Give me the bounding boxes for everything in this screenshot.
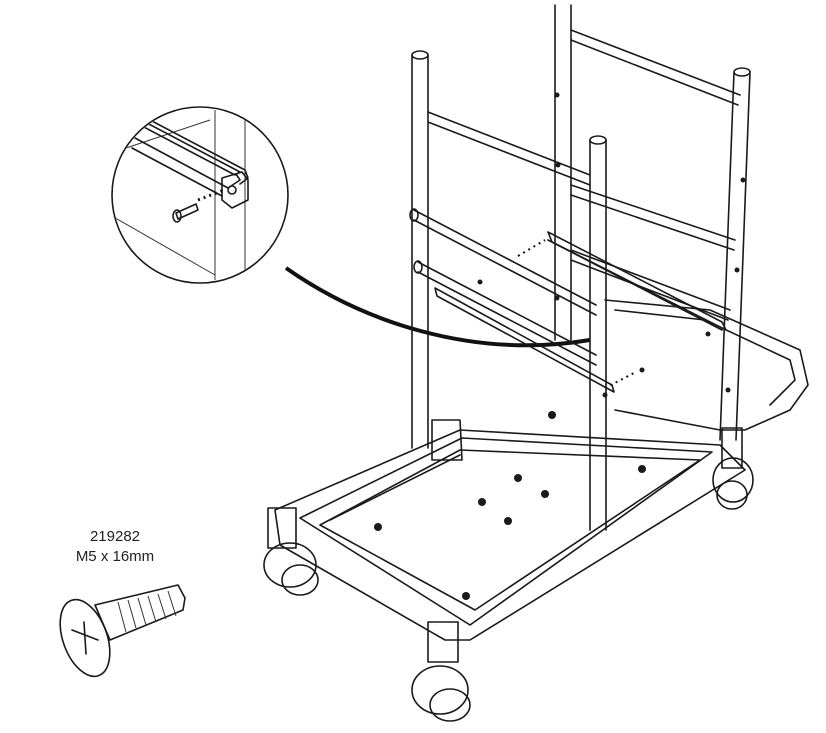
part-number: 219282 xyxy=(89,528,141,545)
detail-rail-view xyxy=(113,110,249,280)
countersunk-screw-icon xyxy=(59,584,186,678)
post-bolts xyxy=(554,92,746,398)
leader-line xyxy=(284,266,591,348)
cart-base xyxy=(274,411,746,641)
detail-callout xyxy=(111,106,591,348)
casters xyxy=(263,427,754,722)
cross-bars xyxy=(409,29,741,366)
part-size: M5 x 16mm xyxy=(75,548,155,565)
part-label: 219282 M5 x 16mm xyxy=(60,527,170,567)
mounting-rails xyxy=(434,231,727,393)
detail-circle xyxy=(111,106,289,284)
